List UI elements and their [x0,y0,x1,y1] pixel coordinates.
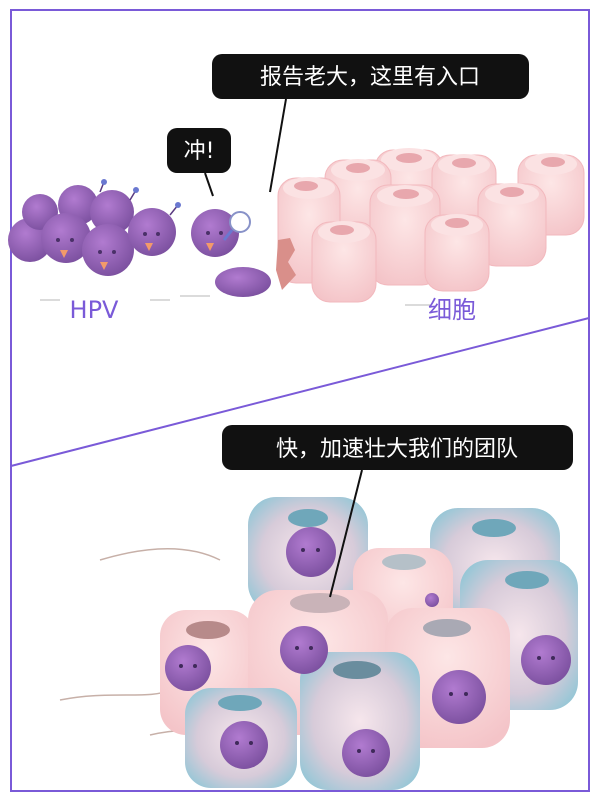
virus-particle [342,729,390,777]
virus-particle [41,213,91,263]
speech-text-bottom: 快，加速壮大我们的团队 [276,437,518,462]
bottom-panel: 快，加速壮大我们的团队 [59,425,578,790]
label-hpv: HPV [70,296,120,324]
infected-viruses [165,527,571,777]
speech-text-small: 冲! [184,139,215,164]
cell-breach [276,238,296,290]
speech-bubble-small: 冲! [167,128,231,197]
virus-particle [82,224,134,276]
virus-particle [425,593,439,607]
speech-text-main: 报告老大，这里有入口 [260,65,480,90]
cell-cluster-top [276,148,585,303]
virus-particle [521,635,571,685]
top-panel: 冲! 报告老大，这里有入口 HPV 细胞 [8,54,585,324]
cell [300,652,420,790]
cell [477,183,547,267]
cell [424,214,490,292]
virus-particle [286,527,336,577]
virus-particle [128,208,176,256]
virus-particle [90,190,134,234]
cell-cluster-bottom [160,497,578,790]
magnifier-icon [229,211,251,233]
cell [311,221,377,303]
panel-divider [10,317,590,467]
virus-particle [220,721,268,769]
comic-frame [10,9,590,792]
virus-particle [165,645,211,691]
label-cell: 细胞 [428,296,476,324]
speech-bubble-bottom: 快，加速壮大我们的团队 [222,425,573,598]
cell [369,184,441,286]
speech-bubble-main: 报告老大，这里有入口 [212,54,529,193]
ground-marks [40,295,430,306]
virus-particle [191,209,239,257]
virus-crowd [8,179,271,297]
virus-particle [215,267,271,297]
virus-particle [432,670,486,724]
virus-particle [280,626,328,674]
